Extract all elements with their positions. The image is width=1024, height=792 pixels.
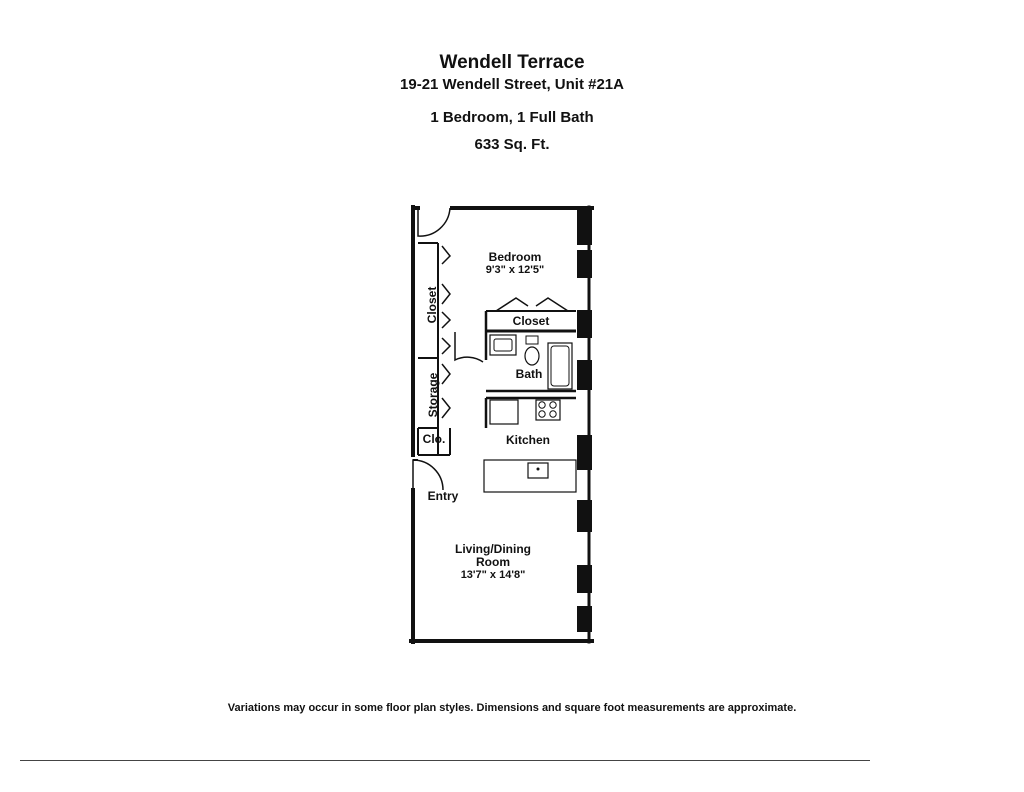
toilet bbox=[524, 346, 540, 366]
entry-door-swing bbox=[412, 459, 444, 491]
page-title: Wendell Terrace bbox=[439, 52, 585, 73]
window bbox=[577, 210, 592, 245]
stove bbox=[535, 399, 561, 421]
door-swing bbox=[417, 207, 451, 237]
bedroom-label: Bedroom bbox=[489, 250, 542, 264]
tub bbox=[547, 342, 573, 390]
window bbox=[577, 500, 592, 532]
windows bbox=[577, 210, 592, 632]
living-label-line2: Room bbox=[476, 555, 510, 569]
counter bbox=[489, 399, 519, 425]
window bbox=[577, 606, 592, 632]
disclaimer: Variations may occur in some floor plan … bbox=[227, 702, 797, 714]
bifold-door bbox=[441, 311, 452, 329]
clo-label: Clo. bbox=[423, 432, 446, 446]
bifold-door bbox=[441, 245, 452, 265]
bedroom-closet-label: Closet bbox=[513, 314, 550, 328]
kitchen-label: Kitchen bbox=[506, 433, 550, 447]
bifold-door bbox=[535, 297, 569, 312]
square-footage: 633 Sq. Ft. bbox=[474, 136, 550, 153]
window bbox=[577, 250, 592, 278]
bifold-door bbox=[441, 363, 451, 385]
vanity bbox=[489, 334, 517, 356]
bath-label: Bath bbox=[516, 367, 543, 381]
unit-summary: 1 Bedroom, 1 Full Bath bbox=[430, 109, 594, 126]
window bbox=[577, 565, 592, 593]
bifold-door bbox=[441, 397, 451, 419]
entry-label: Entry bbox=[428, 489, 459, 503]
bifold-door bbox=[495, 297, 529, 312]
divider bbox=[20, 760, 870, 761]
bifold-door bbox=[441, 337, 452, 355]
window bbox=[577, 360, 592, 390]
sink bbox=[527, 462, 549, 479]
bifold-door bbox=[441, 283, 451, 305]
window bbox=[577, 435, 592, 470]
bedroom-dims: 9'3" x 12'5" bbox=[486, 264, 544, 276]
counter-lower bbox=[483, 459, 577, 493]
living-dims: 13'7" x 14'8" bbox=[461, 569, 526, 581]
address: 19-21 Wendell Street, Unit #21A bbox=[400, 76, 624, 93]
storage-label: Storage bbox=[426, 372, 440, 417]
door-swing bbox=[454, 332, 484, 363]
side-closet-label: Closet bbox=[425, 287, 439, 324]
window bbox=[577, 310, 592, 338]
living-label: Living/Dining bbox=[455, 542, 531, 556]
